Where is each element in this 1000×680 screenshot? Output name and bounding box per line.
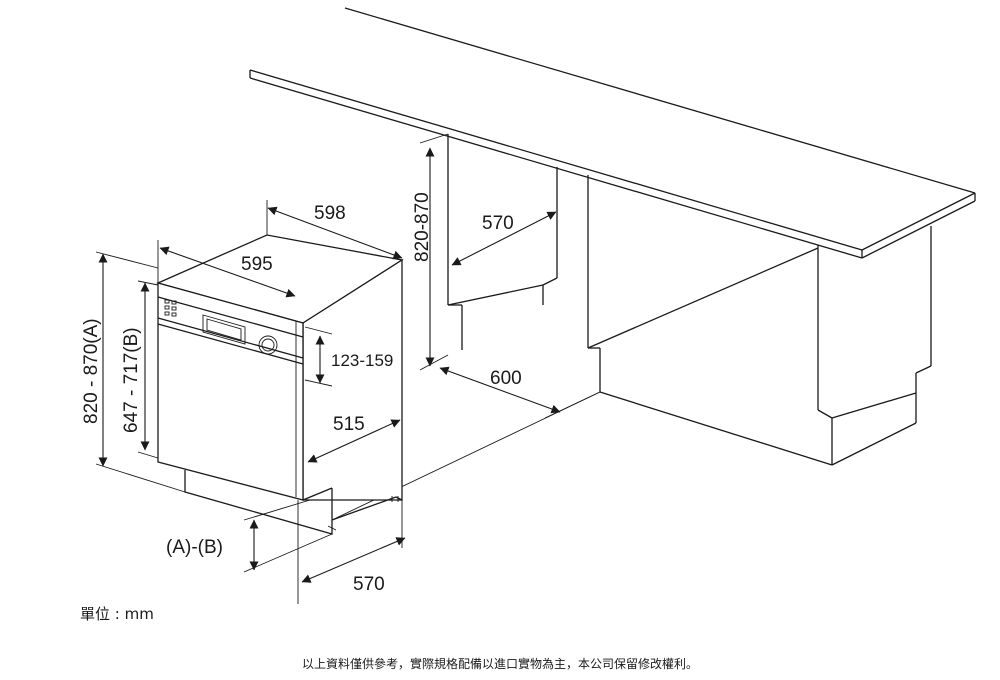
button-dots	[164, 299, 170, 304]
disclaimer-note: 以上資料僅供參考，實際規格配備以進口實物為主，本公司保留修改權利。	[301, 657, 698, 671]
display-window	[202, 314, 246, 345]
dim-line-niche-depth	[439, 366, 561, 414]
dim-line-width-top	[267, 206, 403, 260]
label-panel-height: 123-159	[331, 351, 393, 370]
control-panel	[164, 299, 278, 355]
label-bottom-depth: 570	[353, 574, 385, 595]
label-overall-height: 820 - 870(A)	[81, 318, 102, 424]
countertop	[249, 7, 976, 259]
dim-line-cabinet-depth	[451, 211, 557, 266]
label-niche-depth: 600	[490, 368, 522, 389]
dim-line-bottom-depth	[301, 537, 406, 583]
control-knob	[258, 335, 278, 355]
cabinet-right	[587, 175, 932, 466]
label-plinth-height: (A)-(B)	[166, 537, 223, 558]
dim-line-depth	[307, 419, 401, 463]
label-cabinet-depth: 570	[482, 213, 514, 234]
label-width-top: 598	[314, 203, 346, 224]
cabinet-left	[447, 134, 558, 350]
label-body-height: 647 - 717(B)	[121, 327, 142, 433]
label-cabinet-height: 820-870	[412, 192, 433, 262]
label-depth: 515	[333, 414, 365, 435]
dim-line-width	[159, 246, 296, 298]
dishwasher	[156, 234, 404, 535]
unit-label: 單位 : mm	[80, 605, 154, 623]
label-width: 595	[241, 254, 273, 275]
